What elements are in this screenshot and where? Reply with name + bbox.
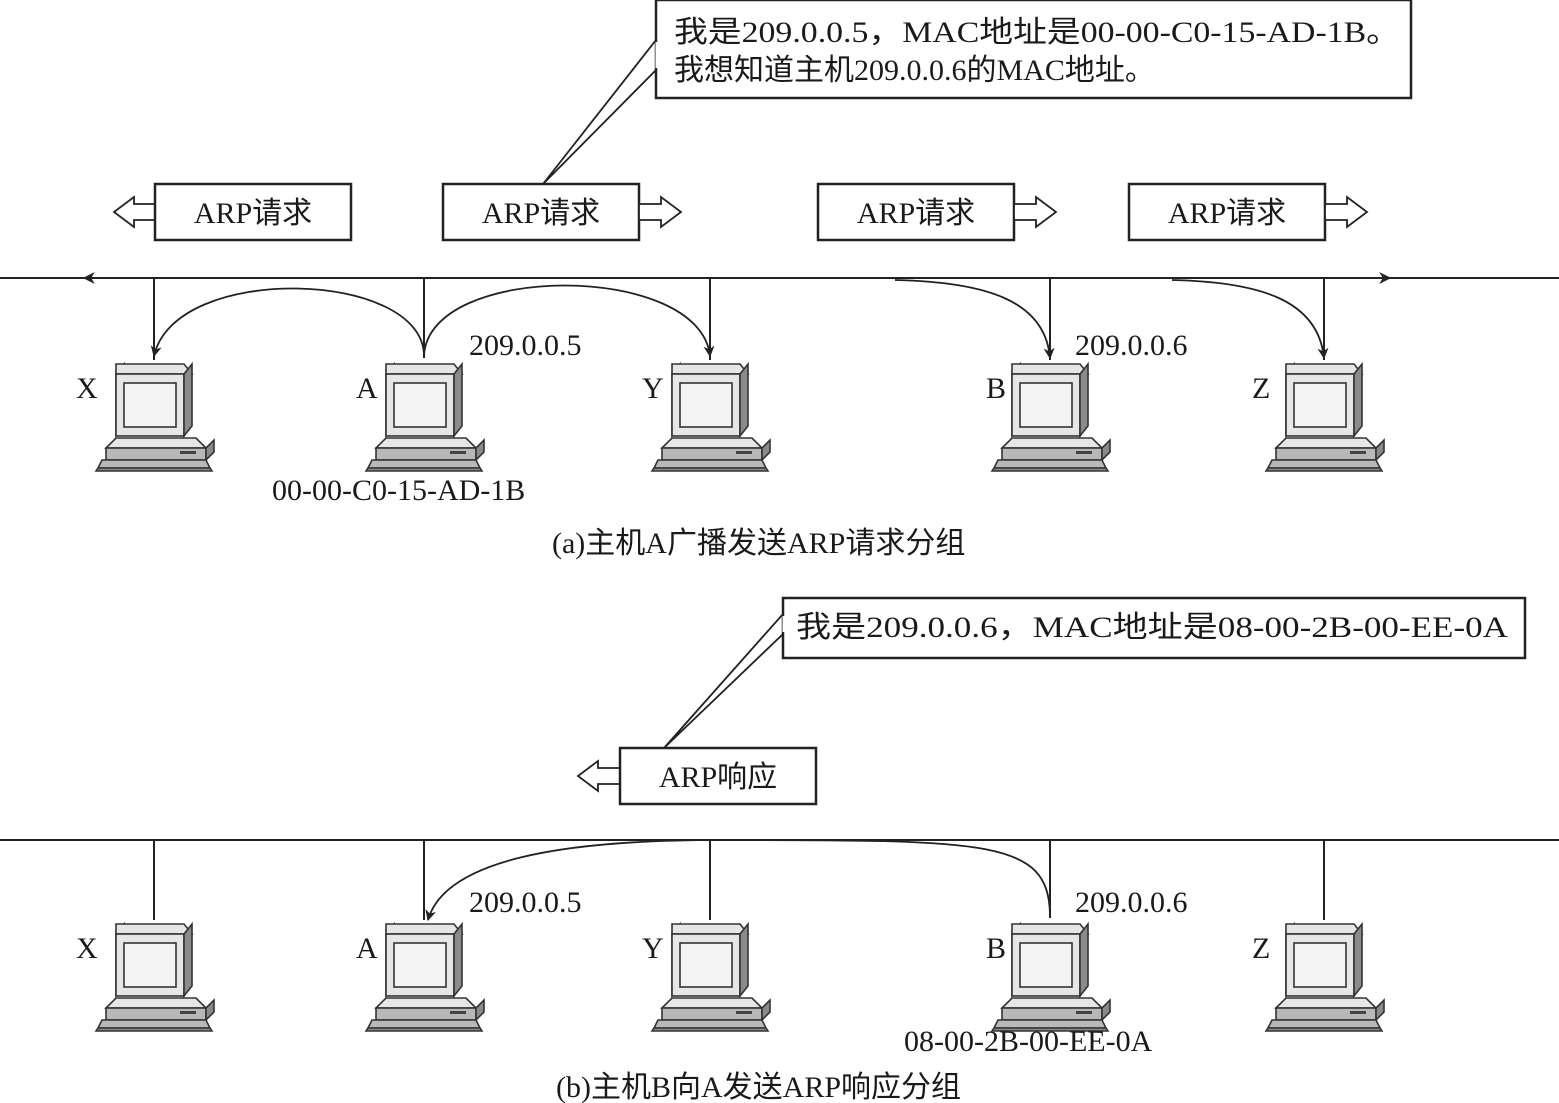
host-y-b: Y (642, 923, 771, 1032)
ip-a: 209.0.0.5 (469, 329, 582, 362)
callout-line-2: 我想知道主机209.0.0.6的MAC地址。 (674, 54, 1155, 87)
host-x-a: X (76, 363, 215, 472)
request-callout: 我是209.0.0.5，MAC地址是00-00-C0-15-AD-1B。 我想知… (542, 0, 1413, 185)
computer-icon (651, 363, 771, 472)
ip-b: 209.0.0.6 (1075, 329, 1188, 362)
host-b-a: B (986, 363, 1111, 472)
host-label: Y (642, 932, 664, 965)
host-label: Z (1252, 932, 1270, 965)
computer-icon (95, 923, 215, 1032)
computer-icon (1265, 923, 1385, 1032)
hollow-arrow-left-icon (576, 759, 621, 793)
panel-b: ARP响应 我是209.0.0.6，MAC地址是08-00-2B-00-EE-0… (0, 596, 1559, 1103)
arp-request-packet-b: ARP请求 (816, 182, 1058, 242)
reply-callout: 我是209.0.0.6，MAC地址是08-00-2B-00-EE-0A (663, 596, 1527, 749)
computer-icon (1265, 363, 1385, 472)
host-z-b: Z (1252, 923, 1385, 1032)
arp-request-packet-x: ARP请求 (112, 182, 353, 242)
packet-label: ARP请求 (194, 197, 312, 230)
reply-callout-text: 我是209.0.0.6，MAC地址是08-00-2B-00-EE-0A (796, 611, 1508, 644)
packet-label: ARP响应 (659, 761, 777, 794)
host-a-a: A (356, 363, 485, 472)
computer-icon (991, 923, 1111, 1032)
packet-label: ARP请求 (482, 197, 600, 230)
packet-label: ARP请求 (1168, 197, 1286, 230)
callout-pointer (663, 611, 784, 749)
hollow-arrow-right-icon (1013, 195, 1058, 229)
host-label: B (986, 372, 1006, 405)
broadcast-arc-to-z (1171, 279, 1329, 360)
host-label: X (76, 932, 98, 965)
ip-b: 209.0.0.6 (1075, 886, 1188, 919)
host-y-a: Y (642, 363, 771, 472)
computer-icon (651, 923, 771, 1032)
mac-b: 08-00-2B-00-EE-0A (904, 1025, 1153, 1058)
host-a-b: A (356, 923, 485, 1032)
arp-reply-packet: ARP响应 (576, 746, 818, 806)
packet-label: ARP请求 (857, 197, 975, 230)
hollow-arrow-right-icon (638, 195, 683, 229)
host-label: A (356, 932, 378, 965)
callout-pointer (542, 37, 657, 185)
broadcast-arc-to-x (150, 287, 425, 358)
caption-a: (a)主机A广播发送ARP请求分组 (552, 527, 965, 560)
host-b-b: B (986, 923, 1111, 1032)
reply-arc-b-to-a (425, 839, 1051, 922)
host-label: Z (1252, 372, 1270, 405)
mac-a: 00-00-C0-15-AD-1B (272, 474, 525, 507)
host-z-a: Z (1252, 363, 1385, 472)
computer-icon (365, 923, 485, 1032)
computer-icon (365, 363, 485, 472)
arp-request-packet-y: ARP请求 (441, 182, 683, 242)
host-label: Y (642, 372, 664, 405)
host-label: X (76, 372, 98, 405)
caption-b: (b)主机B向A发送ARP响应分组 (556, 1071, 961, 1103)
broadcast-arc-to-y (423, 284, 715, 358)
computer-icon (95, 363, 215, 472)
callout-line-1: 我是209.0.0.5，MAC地址是00-00-C0-15-AD-1B。 (674, 16, 1400, 49)
host-label: B (986, 932, 1006, 965)
arp-request-packet-z: ARP请求 (1127, 182, 1369, 242)
panel-a: ARP请求 ARP请求 ARP请求 ARP请求 我是209.0.0.5，MAC地… (0, 0, 1559, 560)
hollow-arrow-left-icon (112, 195, 156, 229)
host-x-b: X (76, 923, 215, 1032)
host-label: A (356, 372, 378, 405)
ip-a: 209.0.0.5 (469, 886, 582, 919)
hollow-arrow-right-icon (1324, 195, 1369, 229)
broadcast-arc-to-b (894, 279, 1055, 360)
computer-icon (991, 363, 1111, 472)
